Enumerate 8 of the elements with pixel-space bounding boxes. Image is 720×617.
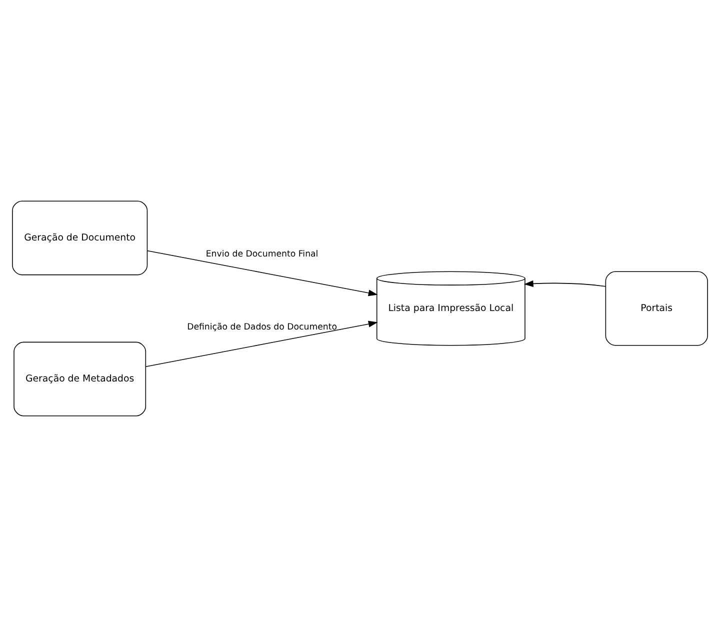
node-box: Geração de Metadados <box>14 342 146 416</box>
node-box: Geração de Documento <box>12 200 148 276</box>
edge-label: Definição de Dados do Documento <box>187 322 337 333</box>
node-box: Portais <box>605 271 708 346</box>
arrow <box>524 280 606 287</box>
arrow <box>145 320 378 367</box>
arrow <box>146 250 378 296</box>
edge-label: Envio de Documento Final <box>206 250 318 260</box>
